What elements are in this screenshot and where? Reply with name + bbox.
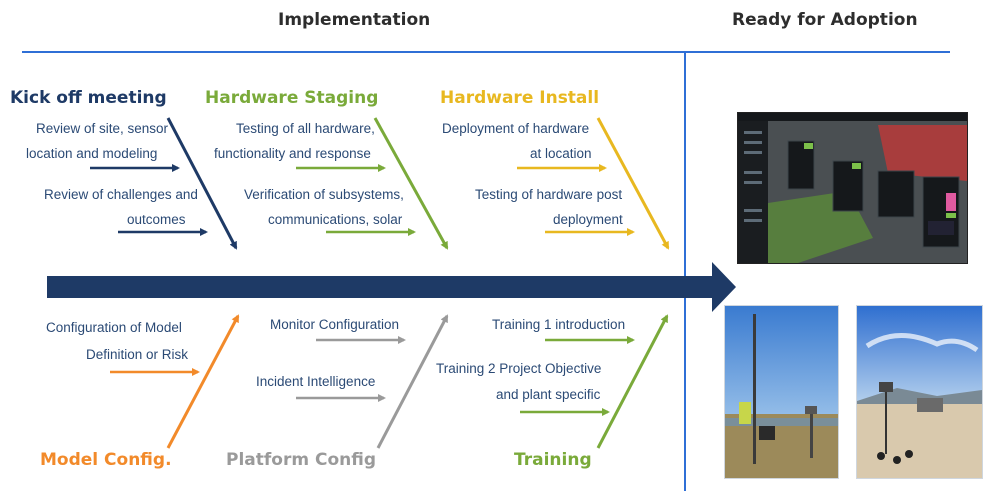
category-model-config: Model Config. [40,450,172,470]
model-item-line2: Definition or Risk [86,347,189,362]
dashboard-screenshot [737,112,968,264]
header-implementation: Implementation [278,10,431,30]
platform-bone [376,314,449,449]
install-item-2-line2: deployment [553,212,623,227]
kickoff-item-1-line2: location and modeling [26,146,158,161]
staging-item-1-line1: Testing of all hardware, [236,121,375,136]
kickoff-item-2-line2: outcomes [127,212,186,227]
category-hardware-install: Hardware Install [440,88,600,108]
training-bone [596,314,669,449]
training-item-2-line2: and plant specific [496,387,601,402]
install-item-1-line2: at location [530,146,592,161]
category-hardware-staging: Hardware Staging [205,88,379,108]
category-kickoff: Kick off meeting [10,88,167,108]
field-photo-sensor-pole [724,305,839,479]
platform-item-2: Incident Intelligence [256,374,376,389]
main-spine-arrow [47,262,736,312]
staging-bone [373,117,449,250]
kickoff-item-1-line1: Review of site, sensor [36,121,169,136]
training-item-1: Training 1 introduction [492,317,626,332]
category-training: Training [514,450,592,470]
install-bone [596,117,670,250]
category-platform-config: Platform Config [226,450,377,470]
staging-item-2-line2: communications, solar [268,212,403,227]
field-photo-site [856,305,983,479]
header-ready-for-adoption: Ready for Adoption [732,10,918,30]
kickoff-item-2-line1: Review of challenges and [44,187,198,202]
training-item-2-line1: Training 2 Project Objective [436,361,602,376]
model-bone [166,314,240,449]
model-item-line1: Configuration of Model [46,320,182,335]
kickoff-bone [166,117,238,250]
staging-item-2-line1: Verification of subsystems, [244,187,404,202]
install-item-2-line1: Testing of hardware post [475,187,623,202]
staging-item-1-line2: functionality and response [214,146,371,161]
platform-item-1: Monitor Configuration [270,317,400,332]
install-item-1-line1: Deployment of hardware [442,121,590,136]
